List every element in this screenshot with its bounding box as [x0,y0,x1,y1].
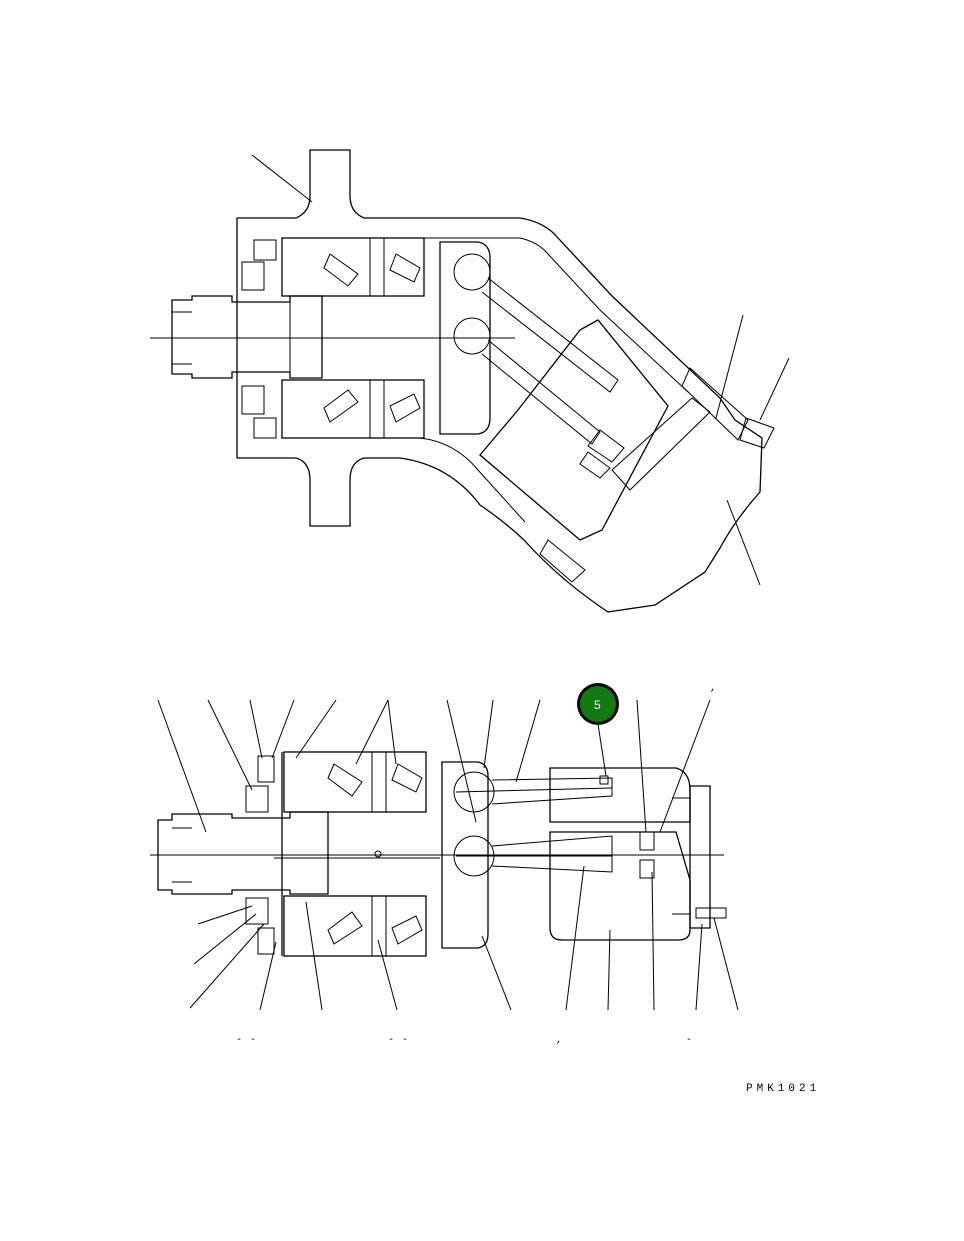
piston-spring [639,859,655,879]
leader-line [481,935,512,1011]
leader-line [636,699,647,833]
mark-text: - [250,1035,256,1046]
piston-ball-socket [453,317,491,355]
piston-spring-lower [579,451,611,479]
leader-line [259,941,277,1011]
roller-upper-left [327,763,363,797]
housing-inner-wall-lower [325,437,526,523]
leader-line [659,699,711,833]
mark-text: - [236,1035,242,1046]
leader-line [715,314,744,419]
leader-line [193,913,257,965]
oil-seal-lower [245,897,269,925]
piston-spring-upper [587,429,625,463]
leader-line [387,699,397,765]
snap-ring-lower [257,927,275,955]
cylinder-block-bottom [549,767,691,823]
drive-shaft-bottom [157,811,329,895]
drive-shaft-top [171,295,323,379]
cylinder-block-body [549,831,691,941]
leader-line [565,865,585,1011]
leader-line-callout [597,723,607,777]
leader-line [271,699,295,759]
roller-lower-right [389,393,421,423]
roller-upper-right [391,763,423,793]
leader-line [305,901,323,1011]
leader-line [249,699,263,759]
snap-ring-upper [257,755,275,783]
plug [739,417,775,449]
cylinder-block-top [479,319,669,541]
end-cap-bolt-upper [681,367,749,441]
piston-rod-lower [481,339,601,445]
assembly-side-view [150,149,790,613]
leader-line [726,499,761,586]
leader-line [713,917,739,1011]
leader-line [607,929,611,1011]
shaft-oil-hole [374,850,382,858]
housing-inner-wall [325,237,689,393]
end-cap [689,785,711,929]
piston-oil-passage [455,787,613,793]
piston-rod-upper [481,277,619,393]
piston-rod-lower [491,835,613,873]
drawing-code: PMK1021 [746,1083,820,1095]
leader-line [295,699,337,759]
oil-seal-upper [245,785,269,813]
leader-line [759,357,790,421]
oil-seal-upper [241,261,265,291]
bearing-pack-upper [283,751,427,813]
leader-line [157,699,207,833]
retainer-pin [599,775,609,785]
piston-spring [639,831,655,851]
end-cap-bolt-lower [539,539,586,583]
leader-line [251,154,313,203]
leader-line [695,923,703,1011]
callout-fill [580,686,616,722]
leader-line [207,699,253,791]
roller-lower-left [323,389,359,423]
valve-plate [611,397,711,491]
leader-line [483,699,494,769]
piston-ball-socket [453,253,491,291]
leader-line [197,905,253,925]
bearing-pack-lower [281,379,425,439]
mark-text: - [686,1035,692,1046]
retaining-ring-upper [253,239,277,261]
drive-flange-top [439,241,491,435]
retaining-ring-lower [253,417,277,439]
leader-line [377,939,398,1011]
drive-flange-bottom [441,761,489,949]
leader-line [651,871,655,1011]
leader-line [515,699,541,783]
callout-number: 5 [594,698,601,712]
mark-text: - [402,1035,408,1046]
leader-line [355,699,389,765]
leader-line [189,923,265,1009]
roller-upper-left [323,253,359,287]
pump-housing [236,149,763,613]
mark-text: - [388,1035,394,1046]
mark-text: , [556,1035,562,1046]
oil-seal-lower [241,385,265,415]
mark-text: , [710,683,716,694]
piston-rod-upper [491,777,613,805]
callout-5[interactable]: 5 [577,683,619,725]
roller-lower-right [391,915,423,945]
assembly-section-view [150,699,739,1011]
end-cap-pin [695,907,727,919]
leader-line [446,699,477,823]
valve-plate [672,797,691,915]
roller-upper-right [389,253,421,283]
bearing-pack-upper [281,237,425,297]
bearing-pack-lower [283,895,427,957]
roller-lower-left [327,911,363,945]
